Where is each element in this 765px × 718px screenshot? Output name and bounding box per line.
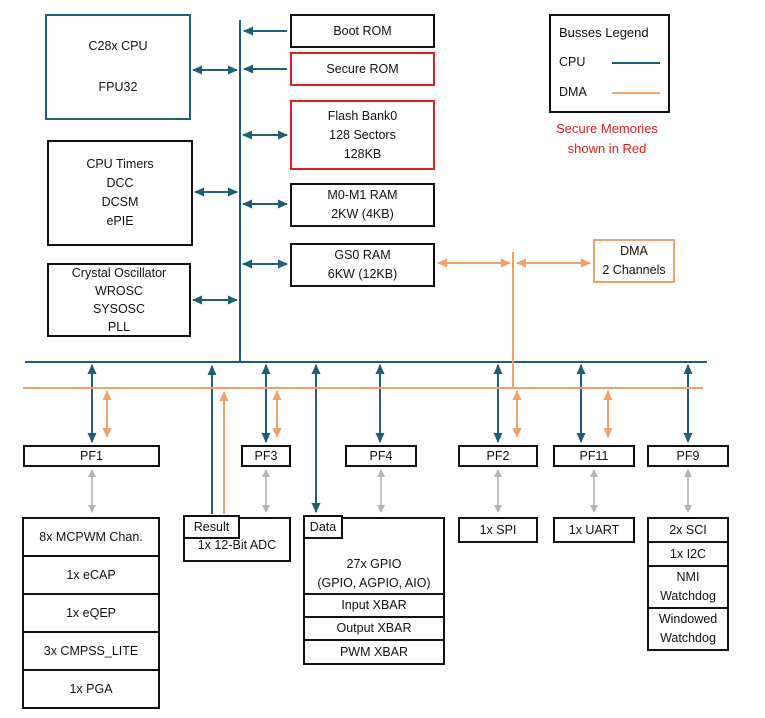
gpio-stack: 27x GPIO (GPIO, AGPIO, AIO) Input XBAR O…: [303, 517, 445, 665]
analog-peripheral-stack: 8x MCPWM Chan. 1x eCAP 1x eQEP 3x CMPSS_…: [22, 517, 160, 709]
pf2-label: PF2: [486, 448, 510, 463]
secure-rom-block: Secure ROM: [290, 52, 435, 86]
cmpss-block: 3x CMPSS_LITE: [22, 631, 160, 671]
legend-cpu-label: CPU: [559, 55, 586, 69]
ecap-label: 1x eCAP: [66, 567, 116, 582]
adc-result-label: Result: [193, 520, 230, 534]
uart-block: 1x UART: [553, 517, 635, 543]
dma-channels-label: 2 Channels: [602, 263, 666, 277]
pf1-label: PF1: [80, 448, 103, 463]
peripheral-links: [88, 469, 692, 513]
dma-name-label: DMA: [620, 244, 648, 258]
nmi-watchdog-block: NMI Watchdog: [647, 565, 729, 609]
c28x-cpu-label: C28x CPU: [88, 39, 148, 54]
dma-bus-lines: [23, 252, 703, 514]
spi-block: 1x SPI: [458, 517, 538, 543]
boot-rom-label: Boot ROM: [333, 23, 392, 38]
m0m1-ram-block: M0-M1 RAM 2KW (4KB): [290, 183, 435, 227]
secure-rom-label: Secure ROM: [326, 61, 399, 76]
windowed-watchdog-block: Windowed Watchdog: [647, 607, 729, 651]
sysosc-label: SYSOSC: [92, 302, 146, 316]
gpio-count-label: 27x GPIO: [346, 557, 402, 571]
busses-legend: Busses Legend CPU DMA: [549, 14, 670, 113]
flash-sectors-label: 128 Sectors: [329, 127, 396, 142]
output-xbar-block: Output XBAR: [303, 616, 445, 641]
legend-row-cpu: CPU: [559, 53, 660, 72]
pga-label: 1x PGA: [69, 681, 113, 696]
input-xbar-block: Input XBAR: [303, 593, 445, 618]
secure-memories-note: Secure Memories shown in Red: [527, 119, 687, 159]
boot-rom-block: Boot ROM: [290, 14, 435, 48]
cpu-timers-label: CPU Timers: [86, 157, 154, 171]
pf1-block: PF1: [23, 445, 160, 467]
cmpss-label: 3x CMPSS_LITE: [43, 643, 139, 658]
nmi-watchdog-label: NMI Watchdog: [660, 570, 716, 603]
flash-name-label: Flash Bank0: [327, 108, 398, 123]
pf9-label: PF9: [676, 448, 700, 463]
pll-label: PLL: [107, 320, 131, 334]
gs0-ram-block: GS0 RAM 6KW (12KB): [290, 243, 435, 287]
i2c-block: 1x I2C: [647, 541, 729, 567]
spi-label: 1x SPI: [479, 522, 517, 537]
flash-bank0-block: Flash Bank0 128 Sectors 128KB: [290, 100, 435, 170]
m0m1-size-label: 2KW (4KB): [331, 207, 394, 221]
gs0-size-label: 6KW (12KB): [327, 267, 398, 281]
legend-title: Busses Legend: [559, 25, 649, 40]
mcpwm-block: 8x MCPWM Chan.: [22, 517, 160, 557]
pf11-label: PF11: [579, 448, 609, 463]
secure-note-line1: Secure Memories: [556, 121, 658, 136]
epie-label: ePIE: [106, 214, 134, 228]
i2c-label: 1x I2C: [669, 546, 707, 561]
pf11-block: PF11: [553, 445, 635, 467]
dcsm-label: DCSM: [101, 195, 139, 209]
pwm-xbar-block: PWM XBAR: [303, 639, 445, 665]
output-xbar-label: Output XBAR: [336, 621, 412, 635]
gpio-types-label: (GPIO, AGPIO, AIO): [317, 576, 431, 590]
fpu32-label: FPU32: [98, 79, 138, 94]
comms-peripheral-stack: 2x SCI 1x I2C NMI Watchdog Windowed Watc…: [647, 517, 729, 651]
legend-dma-label: DMA: [559, 85, 587, 99]
pf3-block: PF3: [241, 445, 291, 467]
legend-row-dma: DMA: [559, 83, 660, 102]
dcc-label: DCC: [106, 176, 134, 190]
secure-note-line2: shown in Red: [567, 141, 647, 156]
dma-bus-swatch: [612, 91, 660, 94]
flash-size-label: 128KB: [343, 146, 382, 161]
eqep-block: 1x eQEP: [22, 593, 160, 633]
pf9-block: PF9: [647, 445, 729, 467]
uart-label: 1x UART: [568, 522, 620, 537]
cpu-bus-lines: [25, 20, 707, 514]
pf4-label: PF4: [369, 448, 393, 463]
wrosc-label: WROSC: [95, 284, 143, 298]
pf3-label: PF3: [254, 448, 278, 463]
cpu-bus-swatch: [612, 61, 660, 64]
windowed-watchdog-label: Windowed Watchdog: [658, 612, 718, 645]
eqep-label: 1x eQEP: [65, 605, 117, 620]
c28x-cpu-block: C28x CPU FPU32: [45, 14, 191, 120]
adc-label: 1x 12-Bit ADC: [197, 538, 277, 552]
sci-block: 2x SCI: [647, 517, 729, 543]
oscillator-block: Crystal Oscillator WROSC SYSOSC PLL: [47, 263, 191, 337]
gpio-data-label: Data: [309, 520, 337, 534]
adc-result-tab: Result: [183, 515, 240, 539]
gpio-data-tab: Data: [303, 515, 343, 539]
pga-block: 1x PGA: [22, 669, 160, 709]
m0m1-name-label: M0-M1 RAM: [327, 188, 398, 202]
pwm-xbar-label: PWM XBAR: [339, 644, 409, 659]
cpu-timers-block: CPU Timers DCC DCSM ePIE: [47, 140, 193, 246]
sci-label: 2x SCI: [669, 522, 707, 537]
input-xbar-label: Input XBAR: [341, 598, 407, 612]
crystal-osc-label: Crystal Oscillator: [71, 266, 167, 280]
ecap-block: 1x eCAP: [22, 555, 160, 595]
gs0-name-label: GS0 RAM: [334, 248, 391, 262]
pf4-block: PF4: [345, 445, 417, 467]
dma-block: DMA 2 Channels: [593, 239, 675, 283]
mcpwm-label: 8x MCPWM Chan.: [39, 529, 143, 544]
pf2-block: PF2: [458, 445, 538, 467]
